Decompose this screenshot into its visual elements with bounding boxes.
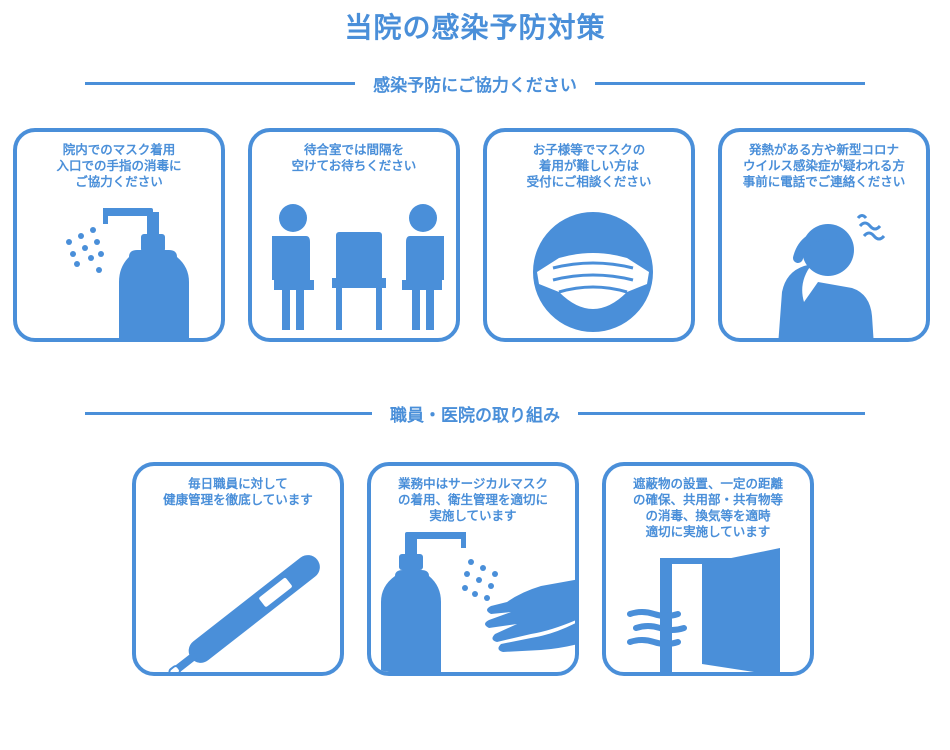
card-text: 毎日職員に対して 健康管理を徹底しています <box>163 476 313 507</box>
ventilation-window-icon <box>627 548 780 672</box>
card-surgical-mask: 業務中はサージカルマスク の着用、衛生管理を適切に 実施しています <box>367 462 579 676</box>
card-mask-sanitize: 院内でのマスク着用 入口での手指の消毒に ご協力ください <box>13 128 225 342</box>
card-text: 院内でのマスク着用 入口での手指の消毒に ご協力ください <box>56 142 182 189</box>
card-fever-contact: 発熱がある方や新型コロナ ウイルス感染症が疑われる方 事前に電話でご連絡ください <box>718 128 930 342</box>
section-heading-label: 感染予防にご協力ください <box>373 75 577 96</box>
card-text: 遮蔽物の設置、一定の距離 の確保、共用部・共有物等 の消毒、換気等を適時 適切に… <box>632 476 783 539</box>
section-heading-label: 職員・医院の取り組み <box>390 405 560 426</box>
hand-sanitizer-icon <box>66 208 189 338</box>
card-text: 業務中はサージカルマスク の着用、衛生管理を適切に 実施しています <box>397 476 548 523</box>
fever-person-icon <box>778 214 886 338</box>
divider-line <box>578 411 865 415</box>
thermometer-icon <box>168 555 320 672</box>
face-mask-icon <box>533 212 653 332</box>
card-text: 待合室では間隔を 空けてお待ちください <box>291 142 417 173</box>
card-text: 発熱がある方や新型コロナ ウイルス感染症が疑われる方 事前に電話でご連絡ください <box>742 142 906 189</box>
card-text: お子様等でマスクの 着用が難しい方は 受付にご相談ください <box>526 142 652 189</box>
card-mask-consult: お子様等でマスクの 着用が難しい方は 受付にご相談ください <box>483 128 695 342</box>
card-distancing-ventilation: 遮蔽物の設置、一定の距離 の確保、共用部・共有物等 の消毒、換気等を適時 適切に… <box>602 462 814 676</box>
hand-washing-icon <box>381 532 575 672</box>
page-title: 当院の感染予防対策 <box>344 11 606 44</box>
card-waiting-distance: 待合室では間隔を 空けてお待ちください <box>248 128 460 342</box>
divider-line <box>594 81 866 85</box>
section-heading-cooperation: 感染予防にご協力ください <box>85 68 866 98</box>
divider-line <box>85 81 356 85</box>
waiting-room-icon <box>272 204 444 330</box>
divider-line <box>85 411 372 415</box>
card-health-check: 毎日職員に対して 健康管理を徹底しています <box>132 462 344 676</box>
section-heading-staff: 職員・医院の取り組み <box>85 398 865 428</box>
